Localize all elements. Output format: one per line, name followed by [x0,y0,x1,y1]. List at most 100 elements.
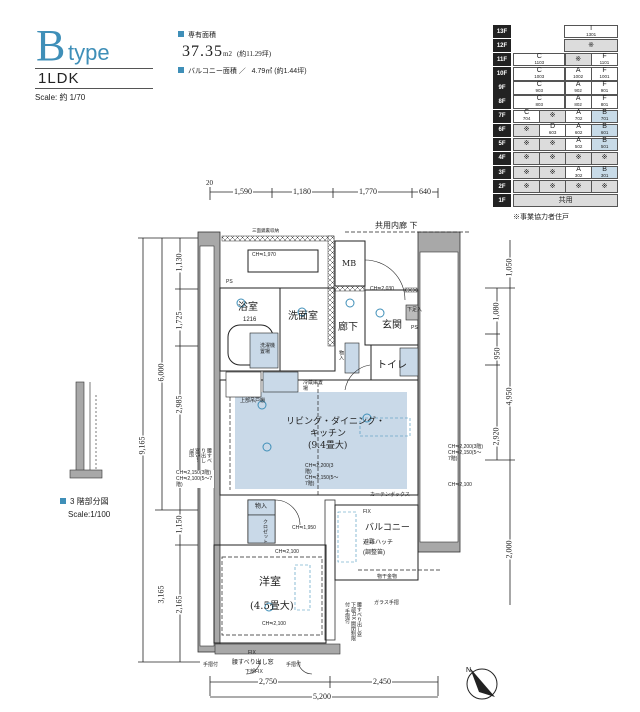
unit-type: B [602,109,607,117]
unit-number: 801 [600,102,609,108]
unit-type: ※ [523,154,530,162]
ldk-label-2: キッチン [310,429,347,439]
unit-type: ※ [601,154,608,162]
unit-number: 901 [600,88,609,94]
unit-type: I [590,24,593,32]
unit-type: A [575,81,581,89]
exclusive-area: 37.35m2 (約11.29坪) [182,43,271,61]
mb-label: MB [342,259,357,268]
fixtures [225,304,419,611]
room-outlines [213,240,419,644]
dim-top-2: 1,180 [292,187,312,196]
floor-label: 12F [493,39,511,53]
unit-type: C [524,109,530,117]
dim-left-2: 6,000 [156,362,166,383]
floor-label: 5F [493,137,511,152]
fix-label: FIX [363,509,371,515]
fix-bottom-label: FIX [248,650,256,656]
unit-number: 1301 [586,31,597,37]
unit-type: F [602,81,607,89]
walls [197,231,461,655]
floor-row: 12F ※ [493,39,618,53]
dim-bottom-2: 5,200 [312,692,332,701]
inset-drawing [69,381,103,479]
unit-cell: 共用 [513,194,618,208]
inset-title-text: 3 階部分図 [70,497,109,506]
floor-label: 2F [493,180,511,194]
unit-type: A [576,109,581,117]
ch-2030: CH≒2,030 [370,286,394,292]
unit-type: F [602,66,607,74]
balcony-area-value: 4.79㎡ [251,68,273,75]
dim-right-4: 2,920 [491,426,501,447]
evac-hatch-sub: (調整笛) [363,550,385,556]
table-note: ※事業協力者住戸 [513,214,569,221]
unit-type: A [575,95,581,103]
unit-cell: ※ [564,53,592,67]
balcony-label: バルコニー [365,523,410,533]
unit-type: C [536,81,542,89]
right-window-label: 腰すべり出し窓 下部FIX 開閉制限付 手摺付 [344,602,362,642]
unit-cell: ※ [564,39,618,53]
floor-label: 4F [493,151,511,166]
ch-2100-b: CH≒2,100 [262,621,286,627]
dim-left-1: 1,725 [174,310,184,331]
dim-right-3: 4,950 [504,386,514,407]
ch-2100-a: CH≒2,100 [275,549,299,555]
unit-number: 903 [535,88,544,94]
unit-type: ※ [575,55,582,63]
fridge-space-label: 冷蔵庫置場 [303,380,324,392]
type-word: type [68,40,110,65]
western-room-label: 洋室 [259,575,281,588]
unit-cell: ※ [565,151,592,166]
unit-type: A [576,165,581,173]
floor-label: 8F [493,95,511,109]
unit-number: 603 [548,130,557,136]
toilet-label: トイレ [377,360,407,371]
scale-label: Scale: 約 1/70 [35,93,86,102]
entrance-label: 玄関 [382,320,402,331]
ch-1950: CH≒1,950 [292,525,316,531]
unit-type: ※ [588,41,595,49]
north-arrow-icon: N [466,667,498,700]
floor-row: 4F※※※※ [493,151,618,166]
ch-1970: CH≒1,970 [252,252,276,258]
unit-type: A [575,66,581,74]
bath-size: 1216 [243,317,257,323]
unit-type: ※ [549,140,556,148]
inset-title: 3 階部分図 [60,497,109,507]
unit-number: 1101 [599,59,610,65]
storage-label: 物入 [255,504,268,510]
dim-bottom-1: 2,450 [372,677,392,686]
dashed-lines [221,231,470,636]
dim-left-4: 9,165 [137,435,147,456]
unit-cell: ※ [591,151,618,166]
floor-label: 7F [493,109,511,123]
dim-top-3: 1,770 [358,187,378,196]
closet-label: クロゼット [262,519,268,544]
washer-space-label: 洗濯機置場 [260,343,276,355]
western-room-size: (4.5畳大) [250,601,294,612]
unit-type: D [550,123,556,131]
divider [35,88,153,89]
dim-left-3: 2,985 [174,394,184,415]
divider [35,68,153,69]
dim-bottom-0: 2,750 [258,677,278,686]
common-corridor-label: 共用内廊 下 [375,221,418,230]
unit-number: 704 [522,116,531,122]
unit-type: C [536,95,542,103]
floor-label: 9F [493,81,511,95]
